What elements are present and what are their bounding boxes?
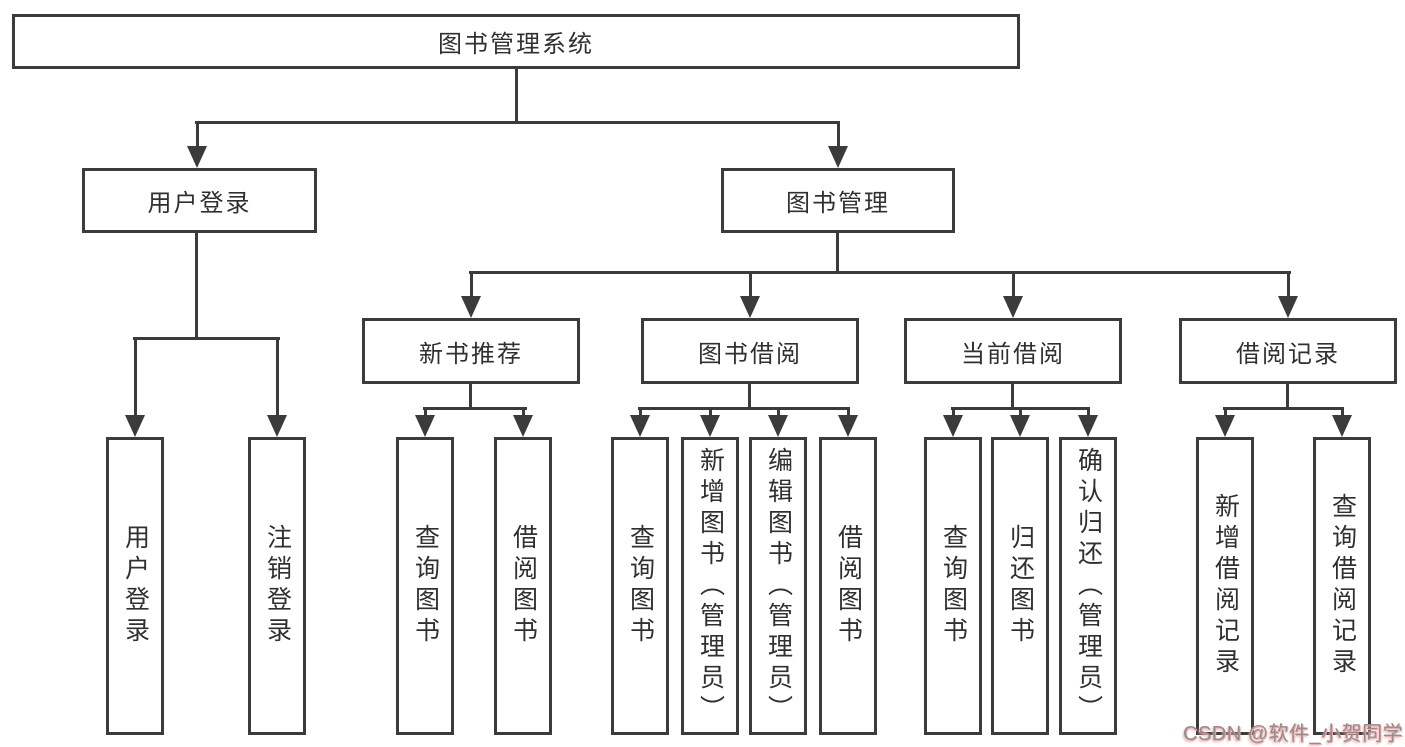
leaf-label: 借阅图书 [834, 524, 863, 648]
arrow-to-user-login [187, 121, 207, 168]
connector-book-borrow-distributor [638, 407, 850, 410]
arrow-to-leaf-bb-add [700, 407, 720, 437]
leaf-cb-return-books: 归还图书 [991, 437, 1049, 735]
arrow-to-book-management [828, 121, 848, 168]
leaf-user-login: 用户登录 [106, 437, 164, 735]
node-new-book-recommend: 新书推荐 [362, 318, 580, 384]
leaf-cb-confirm-return-admin: 确认归还（管理员） [1059, 437, 1117, 735]
leaf-label: 查询图书 [939, 524, 968, 648]
arrow-to-leaf-bb-borrow [838, 407, 858, 437]
arrow-to-leaf-logout [267, 337, 287, 437]
leaf-br-add-record: 新增借阅记录 [1196, 437, 1254, 735]
arrow-to-leaf-bb-edit [768, 407, 788, 437]
connector-new-book-trunk [469, 381, 472, 410]
leaf-label: 注销登录 [263, 524, 292, 648]
node-borrow-records: 借阅记录 [1179, 318, 1397, 384]
leaf-label: 用户登录 [121, 524, 150, 648]
node-current-borrowing: 当前借阅 [904, 318, 1122, 384]
leaf-label: 查询借阅记录 [1328, 493, 1357, 679]
connector-root-distributor [195, 121, 840, 124]
connector-new-book-distributor [423, 407, 527, 410]
connector-records-distributor [1223, 407, 1344, 410]
arrow-to-leaf-br-query [1332, 407, 1352, 437]
leaf-bb-borrow-books: 借阅图书 [819, 437, 877, 735]
connector-records-trunk [1286, 381, 1289, 410]
connector-current-borrow-trunk [1011, 381, 1014, 410]
node-book-management: 图书管理 [721, 168, 955, 233]
leaf-nb-query-books: 查询图书 [396, 437, 454, 735]
arrow-to-current-borrowing [1003, 271, 1023, 318]
arrow-to-borrow-records [1278, 271, 1298, 318]
node-label: 图书管理系统 [438, 31, 594, 58]
leaf-label: 借阅图书 [509, 524, 538, 648]
leaf-label: 确认归还（管理员） [1074, 446, 1103, 726]
leaf-logout: 注销登录 [248, 437, 306, 735]
connector-user-login-distributor [133, 337, 280, 340]
node-user-login: 用户登录 [82, 168, 317, 233]
leaf-label: 新增图书（管理员） [696, 446, 725, 726]
arrow-to-leaf-user-login [125, 337, 145, 437]
connector-user-login-trunk [195, 231, 198, 340]
node-book-borrowing: 图书借阅 [641, 318, 859, 384]
arrow-to-leaf-bb-query [630, 407, 650, 437]
node-library-management-system: 图书管理系统 [12, 14, 1020, 69]
leaf-label: 新增借阅记录 [1211, 493, 1240, 679]
leaf-cb-query-books: 查询图书 [924, 437, 982, 735]
connector-root-trunk [515, 66, 518, 124]
connector-book-borrow-trunk [748, 381, 751, 410]
leaf-label: 查询图书 [411, 524, 440, 648]
node-label: 图书管理 [786, 190, 890, 217]
csdn-watermark: CSDN @软件_小贺同学 [1183, 723, 1404, 745]
leaf-nb-borrow-books: 借阅图书 [494, 437, 552, 735]
leaf-bb-add-books-admin: 新增图书（管理员） [681, 437, 739, 735]
leaf-bb-query-books: 查询图书 [611, 437, 669, 735]
leaf-br-query-record: 查询借阅记录 [1313, 437, 1371, 735]
leaf-label: 查询图书 [626, 524, 655, 648]
arrow-to-leaf-nb-borrow [513, 407, 533, 437]
arrow-to-new-book-recommend [461, 271, 481, 318]
node-label: 图书借阅 [698, 340, 802, 368]
node-label: 新书推荐 [419, 340, 523, 368]
node-label: 当前借阅 [961, 340, 1065, 368]
arrow-to-leaf-nb-query [415, 407, 435, 437]
arrow-to-book-borrowing [740, 271, 760, 318]
connector-book-management-trunk [836, 231, 839, 274]
connector-book-management-distributor [469, 271, 1291, 274]
arrow-to-leaf-cb-query [943, 407, 963, 437]
leaf-bb-edit-books-admin: 编辑图书（管理员） [749, 437, 807, 735]
leaf-label: 编辑图书（管理员） [764, 446, 793, 726]
node-label: 借阅记录 [1236, 340, 1340, 368]
arrow-to-leaf-br-add [1215, 407, 1235, 437]
arrow-to-leaf-cb-return [1010, 407, 1030, 437]
arrow-to-leaf-cb-confirm [1078, 407, 1098, 437]
leaf-label: 归还图书 [1006, 524, 1035, 648]
node-label: 用户登录 [147, 190, 252, 217]
